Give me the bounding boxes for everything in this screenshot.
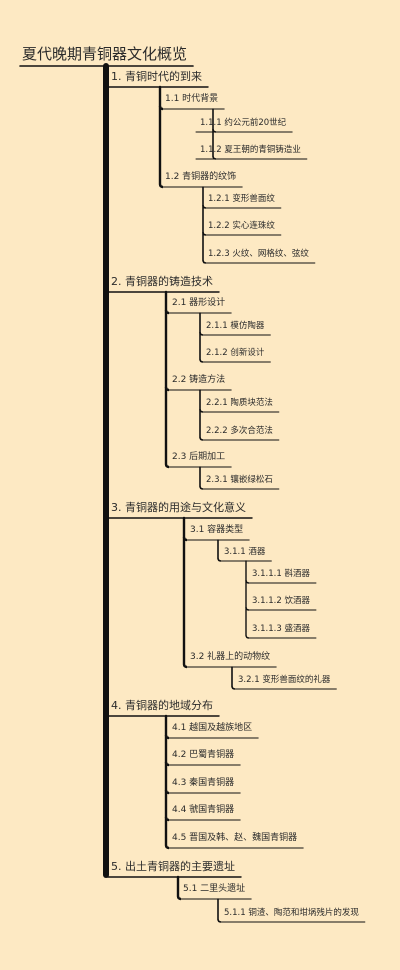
connector-b3_1	[182, 536, 188, 542]
connector-b3_1_1	[217, 557, 222, 562]
connector-b2_2	[164, 386, 170, 392]
topic-b1-1-2[interactable]: 1.1.2 夏王朝的青铜铸造业	[200, 144, 301, 155]
connector-b2_1_2	[199, 358, 204, 363]
connector-b3_2	[182, 663, 188, 669]
connector-b1_1	[158, 105, 164, 111]
topic-b3-1-1[interactable]: 3.1.1 酒器	[224, 546, 266, 557]
topic-b4[interactable]: 4. 青铜器的地域分布	[111, 699, 213, 712]
topic-b5-1-1[interactable]: 5.1.1 铜渣、陶范和坩埚残片的发现	[224, 907, 359, 918]
topic-b4-4[interactable]: 4.4 虢国青铜器	[172, 805, 235, 815]
topic-b4-5[interactable]: 4.5 晋国及韩、赵、魏国青铜器	[172, 833, 298, 843]
connector-b4_1	[164, 734, 170, 740]
connector-b1_1_1	[212, 128, 217, 133]
connector-b1_2	[158, 183, 164, 189]
connector-b2_2_1	[199, 408, 204, 413]
topic-b2[interactable]: 2. 青铜器的铸造技术	[111, 275, 213, 288]
topic-b1-2-3[interactable]: 1.2.3 火纹、网格纹、弦纹	[208, 248, 309, 259]
connector-b2_1	[164, 309, 170, 315]
topic-b1-2[interactable]: 1.2 青铜器的纹饰	[165, 172, 237, 182]
topic-b1-1[interactable]: 1.1 时代背景	[165, 94, 219, 104]
topic-b3-1-1-1[interactable]: 3.1.1.1 斟酒器	[252, 568, 310, 579]
connector-b5_1_1	[217, 918, 222, 923]
connector-b3_1_1_1	[245, 579, 250, 584]
topic-b4-3[interactable]: 4.3 秦国青铜器	[172, 778, 235, 788]
connector-b5_1	[176, 895, 182, 901]
connector-b2_3	[164, 463, 170, 469]
topic-b2-1[interactable]: 2.1 器形设计	[172, 298, 226, 308]
connector-b2_1_1	[199, 331, 204, 336]
connector-b1_2_1	[202, 204, 207, 209]
topic-b1-2-2[interactable]: 1.2.2 实心连珠纹	[208, 220, 275, 231]
connector-b2_3_1	[199, 485, 204, 490]
topic-b2-2-1[interactable]: 2.2.1 陶质块范法	[206, 397, 273, 408]
topic-b2-3-1[interactable]: 2.3.1 镶嵌绿松石	[206, 474, 273, 485]
topic-b3[interactable]: 3. 青铜器的用途与文化意义	[111, 501, 246, 514]
connector-b4_4	[164, 816, 170, 822]
topic-b2-2-2[interactable]: 2.2.2 多次合范法	[206, 425, 273, 436]
topic-b1-2-1[interactable]: 1.2.1 变形兽面纹	[208, 193, 275, 204]
topic-b2-1-2[interactable]: 2.1.2 创新设计	[206, 347, 265, 358]
topic-b1-1-1[interactable]: 1.1.1 约公元前20世纪	[200, 117, 287, 128]
topic-b2-3[interactable]: 2.3 后期加工	[172, 452, 226, 462]
topic-b4-2[interactable]: 4.2 巴蜀青铜器	[172, 750, 235, 760]
connector-b1_2_2	[202, 231, 207, 236]
topic-b3-2[interactable]: 3.2 礼器上的动物纹	[190, 652, 271, 662]
root-topic[interactable]: 夏代晚期青铜器文化概览	[22, 45, 188, 63]
connector-b2_2_2	[199, 436, 204, 441]
topic-b2-2[interactable]: 2.2 铸造方法	[172, 375, 226, 385]
connector-b4_3	[164, 789, 170, 795]
connector-b1_2_3	[202, 259, 207, 264]
topic-b5[interactable]: 5. 出土青铜器的主要遗址	[111, 860, 235, 873]
topic-b4-1[interactable]: 4.1 越国及越族地区	[172, 723, 253, 733]
topic-b3-1[interactable]: 3.1 容器类型	[190, 525, 244, 535]
connector-b4_5	[164, 844, 170, 850]
topic-b3-1-1-3[interactable]: 3.1.1.3 盛酒器	[252, 623, 310, 634]
topic-b1[interactable]: 1. 青铜时代的到来	[111, 70, 202, 83]
connector-b3_2_1	[231, 685, 236, 690]
connector-b3_1_1_2	[245, 606, 250, 611]
topic-b3-1-1-2[interactable]: 3.1.1.2 饮酒器	[252, 595, 310, 606]
topic-b2-1-1[interactable]: 2.1.1 模仿陶器	[206, 320, 265, 331]
connector-b4_2	[164, 761, 170, 767]
topic-b3-2-1[interactable]: 3.2.1 变形兽面纹的礼器	[238, 674, 331, 685]
connector-b1_1_2	[212, 155, 217, 160]
connector-b3_1_1_3	[245, 634, 250, 639]
topic-b5-1[interactable]: 5.1 二里头遗址	[183, 884, 246, 894]
